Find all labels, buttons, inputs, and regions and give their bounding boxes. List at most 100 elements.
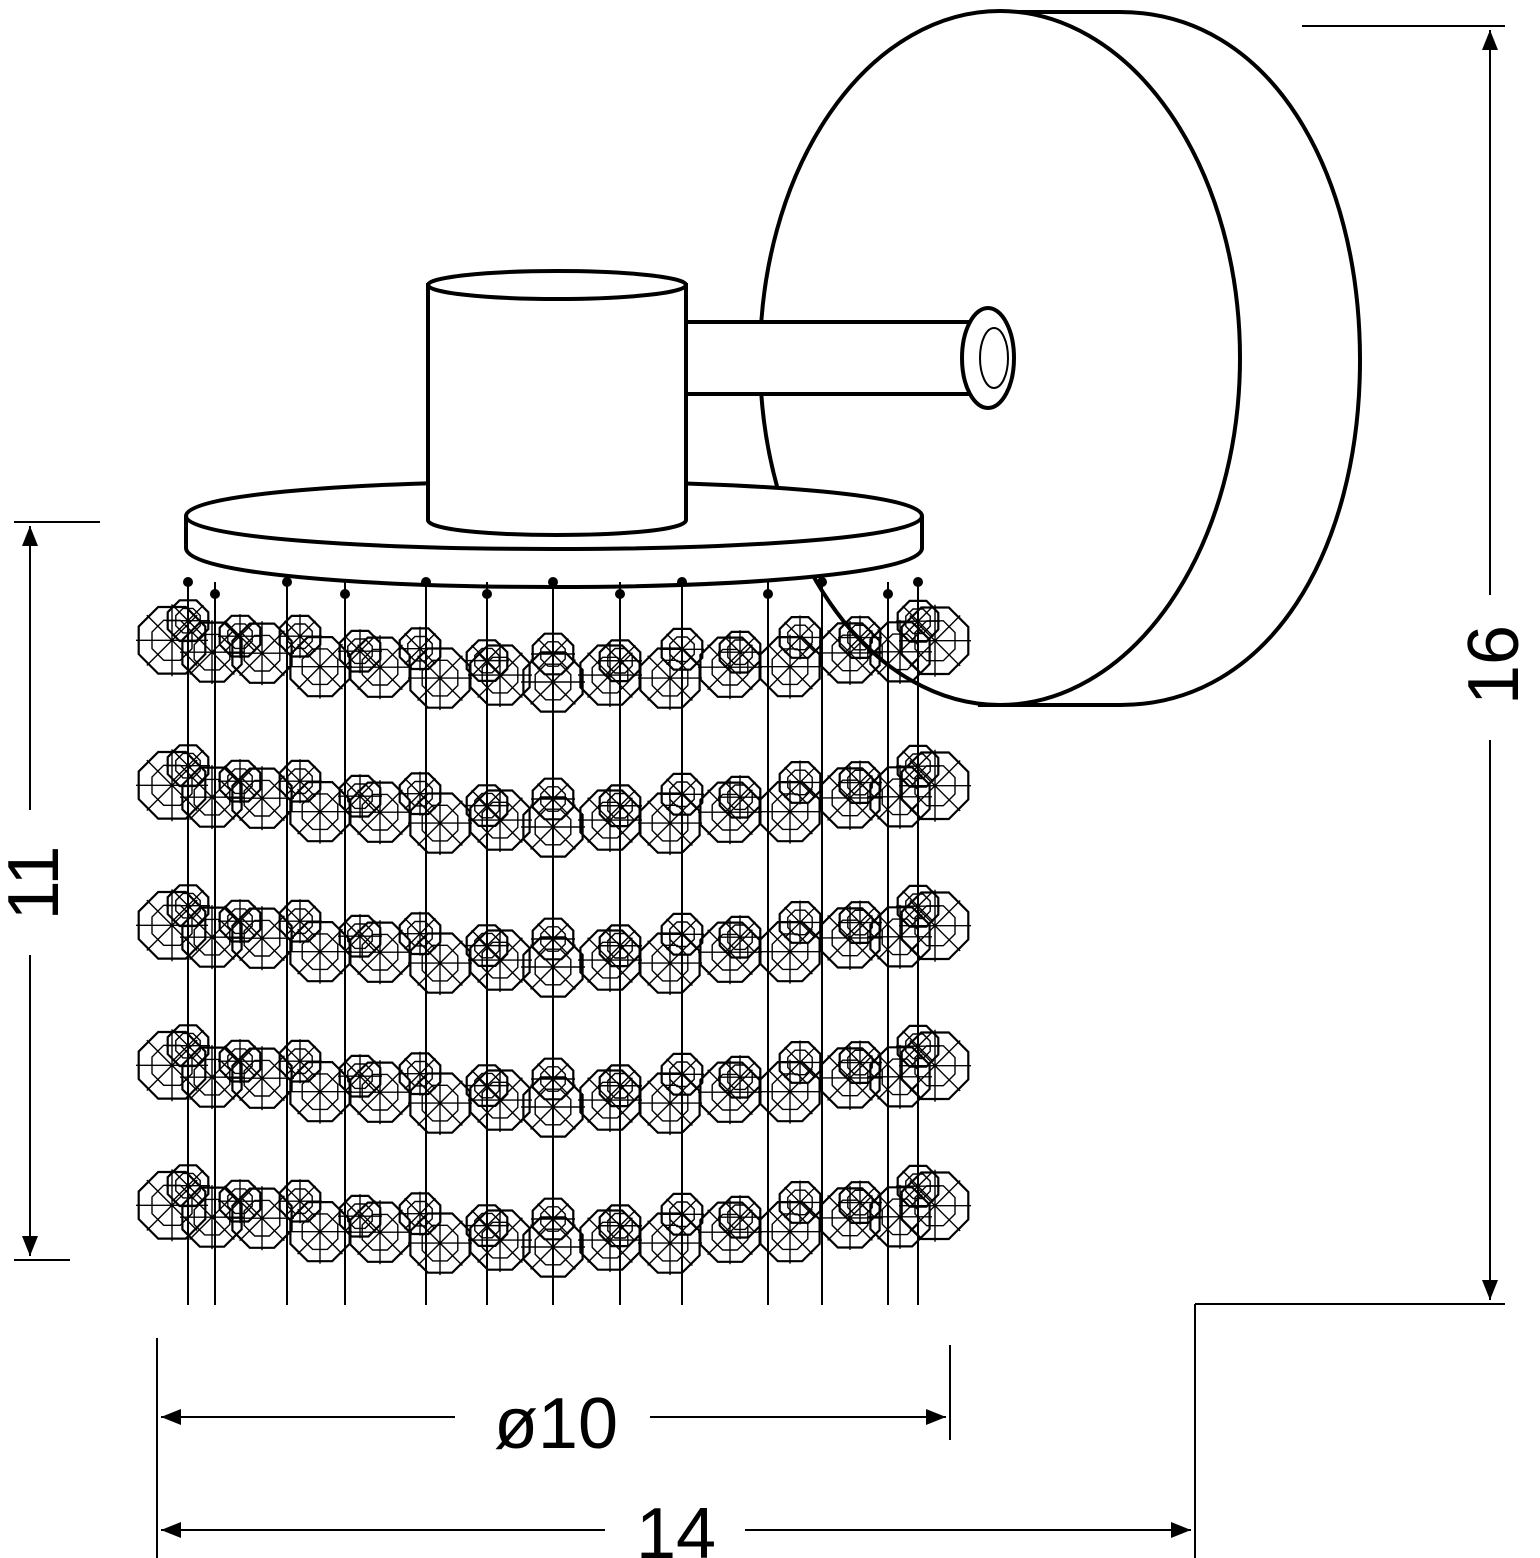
crystal-bead	[166, 1023, 210, 1068]
crystal-shade	[136, 577, 971, 1305]
crystal-bead	[718, 1195, 762, 1240]
crystal-bead	[896, 884, 940, 929]
crystal-bead	[598, 1063, 642, 1108]
crystal-bead	[408, 1071, 472, 1136]
crystal-bead	[778, 1040, 822, 1085]
crystal-bead	[896, 744, 940, 789]
crystal-bead	[398, 1191, 442, 1236]
dim-label-16: 16	[1454, 625, 1534, 705]
crystal-bead	[398, 626, 442, 671]
crystal-bead	[465, 638, 509, 683]
crystal-bead	[408, 791, 472, 856]
crystal-bead	[230, 1186, 294, 1251]
strand-bead	[183, 577, 193, 587]
crystal-bead	[278, 614, 322, 659]
crystal-bead	[896, 1024, 940, 1069]
strand-bead	[913, 577, 923, 587]
lamp-arm	[678, 306, 1016, 410]
dim-label-11: 11	[0, 846, 74, 921]
crystal-bead	[338, 629, 382, 674]
crystal-bead	[465, 923, 509, 968]
crystal-bead	[398, 911, 442, 956]
crystal-bead	[278, 1039, 322, 1084]
crystal-bead	[578, 788, 642, 853]
strand-bead	[282, 577, 292, 587]
crystal-bead	[838, 900, 882, 945]
crystal-bead	[660, 1052, 704, 1097]
strand-bead	[817, 577, 827, 587]
crystal-bead	[531, 776, 575, 821]
crystal-bead	[278, 1179, 322, 1224]
strand-bead	[421, 577, 431, 587]
crystal-bead	[598, 923, 642, 968]
crystal-bead	[838, 615, 882, 660]
crystal-bead	[230, 906, 294, 971]
dimension-shade-diameter: ø10	[156, 1338, 951, 1558]
crystal-bead	[218, 614, 262, 659]
strand-bead	[210, 589, 220, 599]
crystal-bead	[408, 646, 472, 711]
strand-bead	[482, 589, 492, 599]
crystal-bead	[531, 1196, 575, 1241]
crystal-bead	[398, 771, 442, 816]
crystal-bead	[660, 1192, 704, 1237]
crystal-bead	[278, 759, 322, 804]
dim-label-diameter: ø10	[494, 1384, 618, 1464]
crystal-bead	[718, 630, 762, 675]
crystal-bead	[660, 912, 704, 957]
crystal-bead	[598, 783, 642, 828]
crystal-bead	[338, 1054, 382, 1099]
crystal-bead	[468, 788, 532, 853]
crystal-bead	[660, 627, 704, 672]
crystal-bead	[465, 1063, 509, 1108]
crystal-bead	[531, 916, 575, 961]
socket-cup	[426, 269, 688, 537]
crystal-bead	[838, 1040, 882, 1085]
crystal-bead	[896, 599, 940, 644]
dimension-total-depth: 14	[161, 1304, 1196, 1558]
crystal-bead	[338, 914, 382, 959]
crystal-bead	[166, 883, 210, 928]
crystal-bead	[698, 780, 762, 845]
crystal-bead	[660, 772, 704, 817]
dimension-shade-height: 11	[0, 521, 100, 1261]
crystal-bead	[465, 783, 509, 828]
crystal-bead	[718, 1055, 762, 1100]
strand-bead	[340, 589, 350, 599]
crystal-bead	[778, 760, 822, 805]
strand-bead	[883, 589, 893, 599]
crystal-bead	[896, 1164, 940, 1209]
crystal-bead	[838, 1180, 882, 1225]
crystal-bead	[838, 760, 882, 805]
crystal-bead	[778, 900, 822, 945]
crystal-bead	[218, 1039, 262, 1084]
crystal-bead	[598, 1203, 642, 1248]
crystal-bead	[166, 1163, 210, 1208]
crystal-bead	[718, 775, 762, 820]
crystal-bead	[899, 1169, 971, 1242]
crystal-bead	[278, 899, 322, 944]
crystal-bead	[778, 1180, 822, 1225]
crystal-bead	[598, 638, 642, 683]
crystal-bead	[348, 780, 412, 845]
crystal-bead	[578, 643, 642, 708]
crystal-bead	[578, 1068, 642, 1133]
dim-label-14: 14	[636, 1494, 716, 1558]
crystal-bead	[288, 779, 352, 844]
strand-bead	[677, 577, 687, 587]
crystal-bead	[218, 1179, 262, 1224]
strand-bead	[548, 577, 558, 587]
crystal-bead	[718, 915, 762, 960]
crystal-bead	[166, 598, 210, 643]
crystal-bead	[218, 899, 262, 944]
crystal-bead	[398, 1051, 442, 1096]
crystal-bead	[230, 1046, 294, 1111]
crystal-bead	[531, 1056, 575, 1101]
crystal-bead	[758, 634, 822, 699]
crystal-bead	[465, 1203, 509, 1248]
crystal-bead	[778, 615, 822, 660]
crystal-bead	[338, 774, 382, 819]
strand-bead	[763, 589, 773, 599]
crystal-bead	[338, 1194, 382, 1239]
